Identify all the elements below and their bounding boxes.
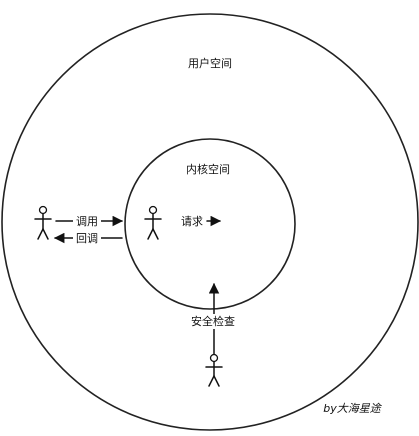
user-process-actor-icon [34, 205, 52, 240]
request-label: 请求 [181, 215, 203, 228]
call-label-bg [73, 213, 101, 228]
call-label: 调用 [76, 215, 98, 228]
callback-label-bg [73, 230, 101, 245]
bottom-actor-icon [205, 353, 223, 387]
kernel-actor-icon [144, 205, 162, 240]
callback-label: 回调 [76, 232, 98, 245]
credit-text: by大海星途 [323, 402, 382, 415]
user-space-label: 用户空间 [188, 56, 232, 70]
security-check-label-bg [186, 314, 240, 329]
kernel-space-circle [124, 138, 296, 310]
security-check-label: 安全检查 [191, 314, 235, 328]
kernel-space-label: 内核空间 [186, 162, 230, 176]
user-space-circle [1, 13, 419, 431]
